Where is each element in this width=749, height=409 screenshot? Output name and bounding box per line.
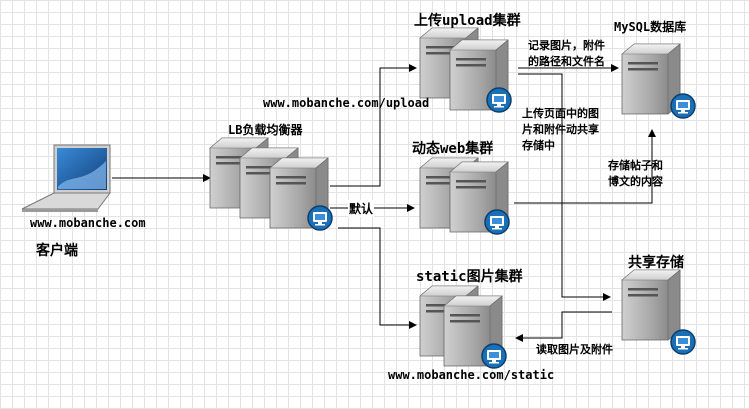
monitor-badge-icon bbox=[670, 329, 696, 355]
monitor-badge-icon bbox=[486, 87, 512, 113]
lb-label: LB负载均衡器 bbox=[228, 123, 303, 137]
static-servers bbox=[419, 285, 507, 369]
edge-label-line: 上传页面中的图 bbox=[522, 107, 599, 120]
lb-servers bbox=[209, 137, 333, 231]
storage-label: 共享存储 bbox=[628, 255, 684, 271]
edge-lb-to-upload bbox=[330, 64, 417, 187]
monitor-badge-icon bbox=[484, 209, 510, 235]
edge-label-upload-mysql: 记录图片，附件 的路径和文件名 bbox=[528, 38, 605, 70]
static-cluster-label: static图片集群 bbox=[416, 269, 523, 285]
upload-url: www.mobanche.com/upload bbox=[263, 96, 430, 110]
mysql-label: MySQL数据库 bbox=[614, 20, 687, 34]
storage-server bbox=[621, 269, 696, 355]
edge-label-storage-static: 读取图片及附件 bbox=[536, 343, 613, 356]
edge-storage-to-static bbox=[515, 311, 612, 342]
edge-lb-to-static bbox=[338, 227, 417, 329]
edge-label-web-mysql: 存储帖子和 博文的内容 bbox=[608, 158, 663, 190]
upload-cluster-label: 上传upload集群 bbox=[414, 13, 521, 29]
edge-upload-to-storage bbox=[518, 73, 611, 301]
web-cluster-label: 动态web集群 bbox=[412, 141, 494, 157]
edge-label-line: 存储中 bbox=[522, 139, 555, 152]
mysql-server bbox=[621, 43, 696, 119]
server-icon bbox=[621, 269, 681, 341]
monitor-badge-icon bbox=[307, 205, 333, 231]
monitor-badge-icon bbox=[670, 93, 696, 119]
edge-label-line: 记录图片，附件 bbox=[528, 39, 605, 52]
laptop-icon bbox=[21, 144, 111, 212]
connectors bbox=[112, 64, 656, 342]
client-label: 客户端 bbox=[36, 243, 78, 259]
upload-servers bbox=[419, 27, 512, 113]
edge-web-to-mysql bbox=[514, 129, 656, 204]
edge-label-line: 片和附件动共享 bbox=[522, 123, 599, 136]
edge-label-line: 的路径和文件名 bbox=[528, 55, 605, 68]
static-url: www.mobanche.com/static bbox=[388, 368, 555, 382]
web-servers bbox=[419, 157, 510, 235]
default-route-label: 默认 bbox=[348, 200, 375, 217]
client-url: www.mobanche.com bbox=[30, 216, 146, 230]
monitor-badge-icon bbox=[481, 343, 507, 369]
edge-label-line: 博文的内容 bbox=[608, 175, 663, 188]
edge-label-upload-storage: 上传页面中的图 片和附件动共享 存储中 bbox=[522, 106, 599, 154]
edge-label-line: 存储帖子和 bbox=[608, 159, 663, 172]
